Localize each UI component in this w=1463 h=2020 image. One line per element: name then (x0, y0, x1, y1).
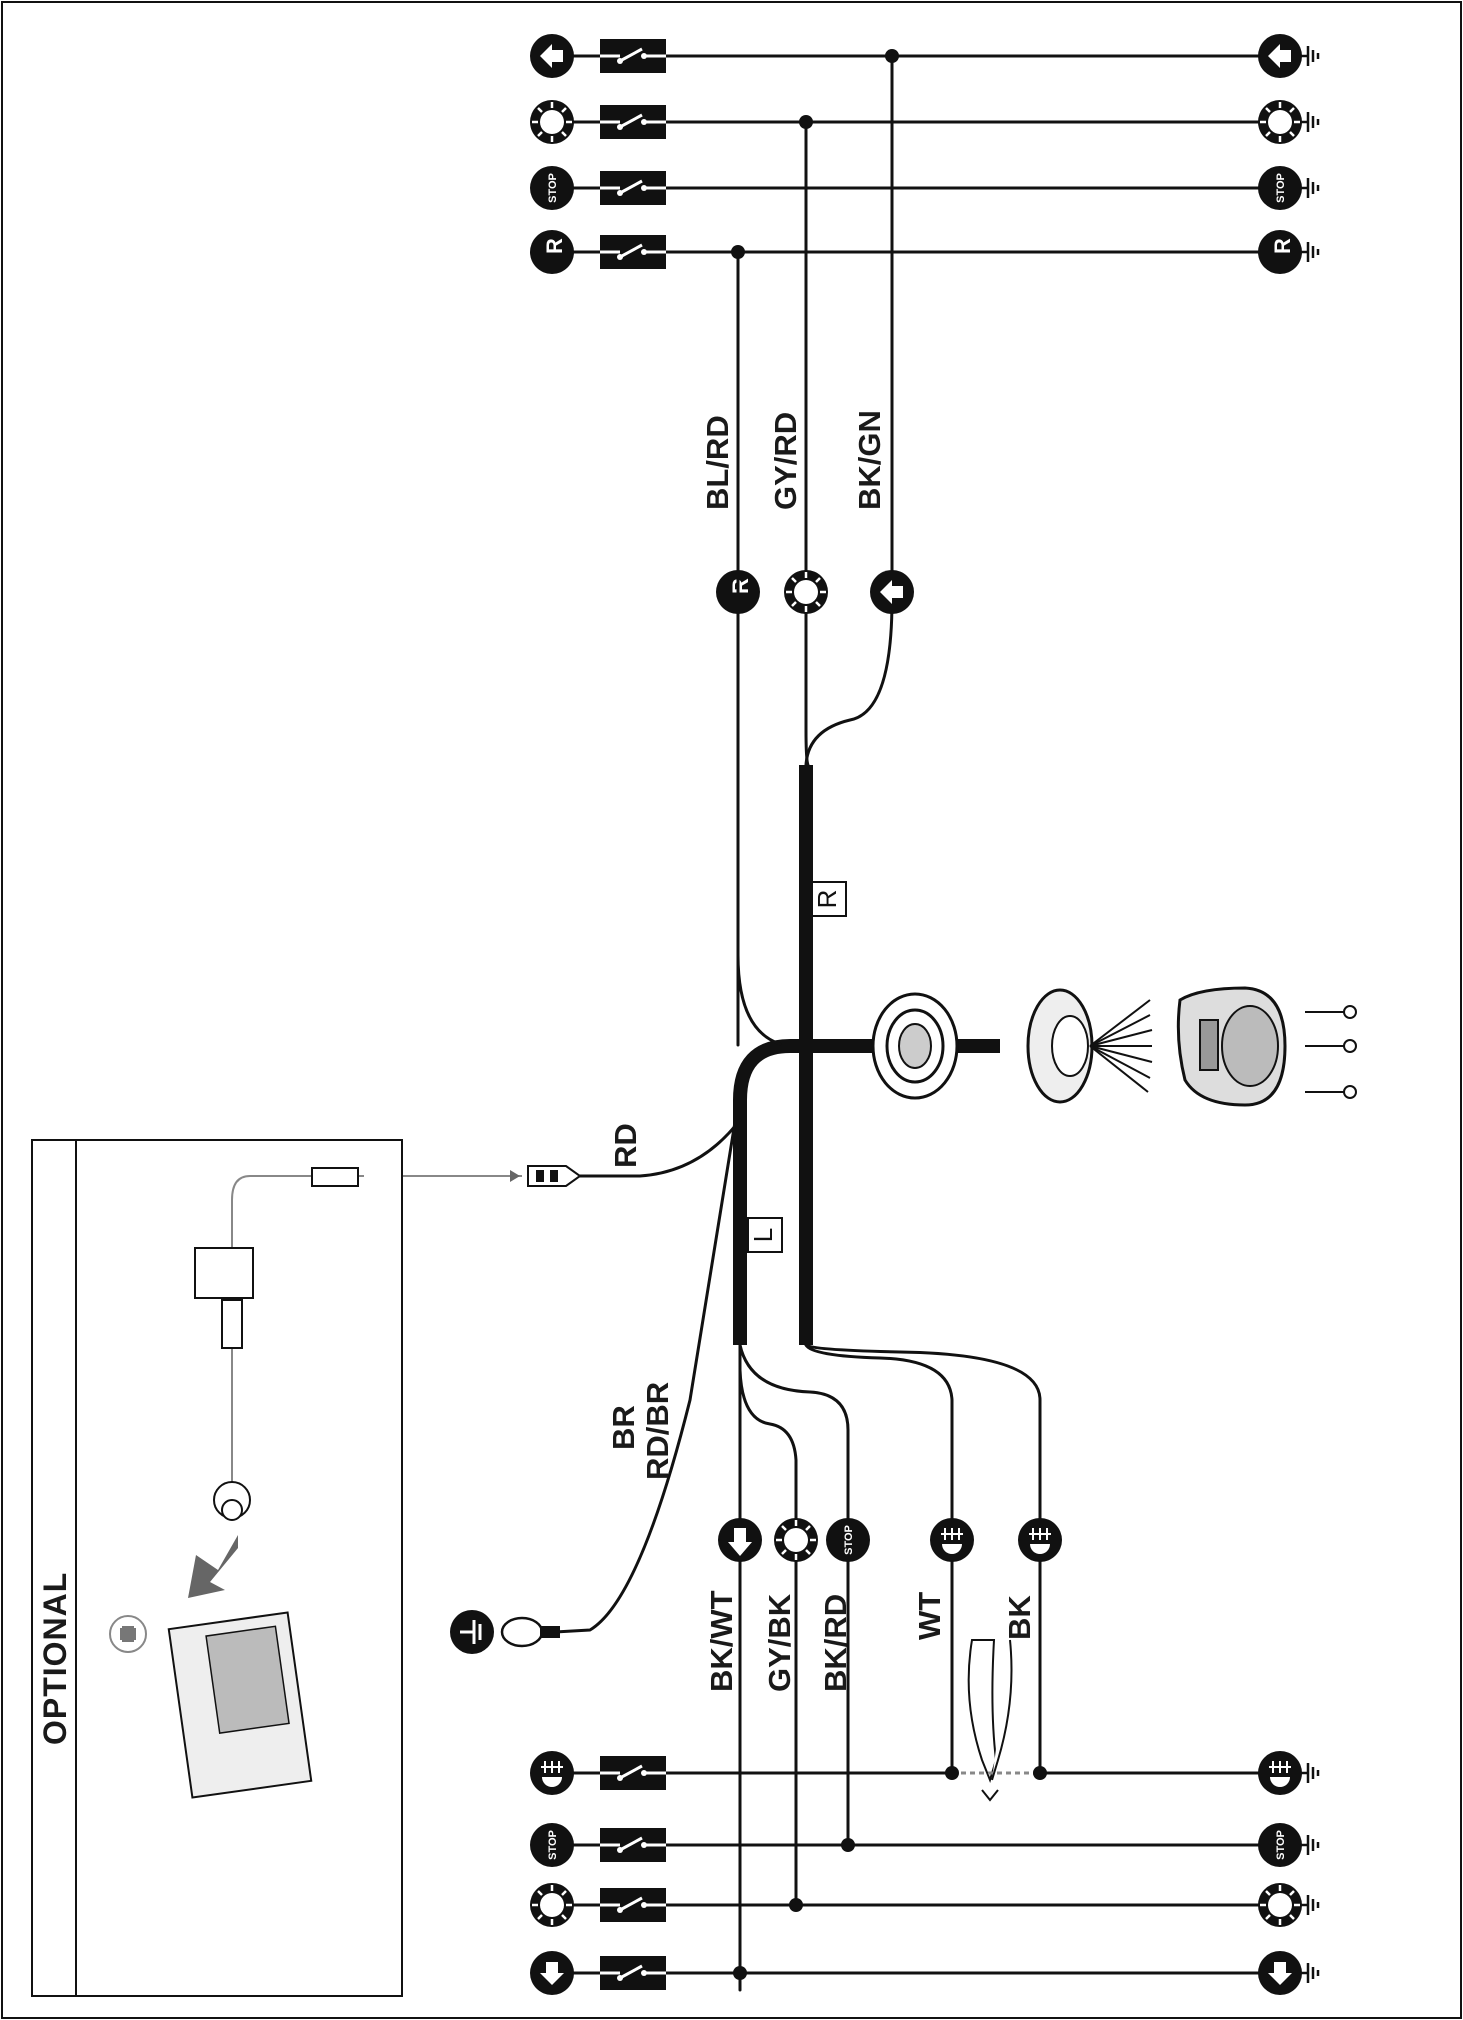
svg-text:R: R (728, 578, 753, 594)
svg-text:STOP: STOP (547, 1830, 559, 1860)
wire-br (553, 1120, 737, 1634)
label-rd: RD (608, 1123, 643, 1168)
label-bk: BK (1002, 1595, 1037, 1640)
earth-ground-icon (1300, 1893, 1320, 1917)
bundle-label-l: L (747, 1217, 783, 1253)
junction-dot (841, 1838, 855, 1852)
switch-icon (600, 1828, 666, 1862)
earth-ground-icon (1300, 1961, 1320, 1985)
label-bk-wt: BK/WT (704, 1590, 739, 1692)
bottom-circuit: STOP STOP (528, 1750, 1320, 1995)
wire-bk (804, 1343, 1042, 1775)
connector-icon (527, 1165, 582, 1187)
tail-light-icon (528, 98, 576, 146)
arrow-down-icon (188, 1535, 238, 1598)
fog-light-icon (1017, 1517, 1063, 1563)
switch-icon (600, 171, 666, 205)
label-gy-bk: GY/BK (762, 1593, 797, 1692)
svg-text:STOP: STOP (1275, 173, 1287, 203)
junction-dot (945, 1766, 959, 1780)
switch-icon (600, 1956, 666, 1990)
turn-indicator-icon (1258, 34, 1302, 78)
tail-light-icon (782, 568, 830, 616)
earth-ground-icon (450, 1610, 494, 1654)
tail-light-icon (528, 1881, 576, 1929)
turn-indicator-icon (1258, 1951, 1302, 1995)
stop-light-icon: STOP (1258, 1823, 1302, 1867)
junction-dot (789, 1898, 803, 1912)
earth-ground-icon (1300, 110, 1320, 134)
label-wt: WT (912, 1592, 947, 1640)
stop-light-icon: STOP (530, 166, 574, 210)
stop-light-icon: STOP (530, 1823, 574, 1867)
top-wire-labels: BL/RD GY/RD BK/GN (700, 410, 887, 510)
plus-icon (109, 1615, 147, 1653)
earth-ground-icon (1300, 44, 1320, 68)
reverse-light-icon: R (530, 230, 574, 274)
earth-ground-icon (1300, 1833, 1320, 1857)
wire-wt (804, 1343, 954, 1775)
label-bk-gn: BK/GN (852, 410, 887, 510)
fog-light-icon (529, 1750, 575, 1796)
trailer-socket-icon (1176, 986, 1287, 1107)
turn-indicator-icon (718, 1518, 762, 1562)
switch-icon (600, 1888, 666, 1922)
switch-icon (600, 1756, 666, 1790)
switch-icon (600, 105, 666, 139)
turn-indicator-icon (530, 34, 574, 78)
bottom-wire-labels: BK/WT GY/BK BK/RD WT BK (704, 1590, 1037, 1692)
pliers-icon (967, 1639, 1013, 1802)
grommet-icon (871, 992, 959, 1100)
junction-dot (733, 1966, 747, 1980)
fog-light-icon (929, 1517, 975, 1563)
optional-title: OPTIONAL (37, 1572, 73, 1745)
label-bk-rd: BK/RD (818, 1594, 853, 1692)
wire-bk-rd (738, 1343, 850, 1847)
earth-ground-icon (1300, 1761, 1320, 1785)
wire-rd (578, 1118, 742, 1178)
reverse-light-icon: R (1258, 230, 1302, 274)
bundle-left (733, 1039, 900, 1345)
svg-text:STOP: STOP (843, 1525, 855, 1555)
svg-text:STOP: STOP (547, 173, 559, 203)
optional-panel: OPTIONAL (31, 1139, 403, 1997)
label-bl-rd: BL/RD (700, 415, 735, 510)
earth-ground-icon (1300, 240, 1320, 264)
top-circuit: STOP STOP R R (528, 34, 1320, 274)
svg-text:STOP: STOP (1275, 1830, 1287, 1860)
label-br: BR (606, 1405, 641, 1450)
battery-icon (167, 1611, 313, 1799)
wire-bk-gn (804, 54, 894, 767)
fog-light-icon (1257, 1750, 1303, 1796)
stop-light-icon: STOP (826, 1518, 870, 1562)
svg-text:R: R (542, 238, 567, 254)
wire-gy-bk (738, 1368, 798, 1907)
label-gy-rd: GY/RD (768, 412, 803, 510)
svg-text:R: R (1270, 238, 1295, 254)
label-rd-br: RD/BR (640, 1382, 675, 1480)
bundle-label-r: R (811, 881, 847, 917)
earth-ground-icon (1300, 176, 1320, 200)
socket-plate-icon (1026, 988, 1153, 1104)
svg-text:L: L (748, 1228, 778, 1242)
tail-light-icon (772, 1516, 820, 1564)
turn-indicator-icon (530, 1951, 574, 1995)
switch-icon (600, 39, 666, 73)
svg-text:R: R (812, 890, 842, 909)
switch-icon (600, 235, 666, 269)
ring-terminal-icon (500, 1616, 560, 1648)
turn-indicator-icon (870, 570, 914, 614)
wire-gy-rd (804, 120, 810, 767)
stop-light-icon: STOP (1258, 166, 1302, 210)
tail-light-icon (1256, 98, 1304, 146)
wire-bl-rd-curve (736, 250, 782, 1046)
junction-dot (1033, 1766, 1047, 1780)
screw-set-icon (1305, 1005, 1357, 1099)
tail-light-icon (1256, 1881, 1304, 1929)
fuse-holder-icon (194, 1167, 359, 1521)
